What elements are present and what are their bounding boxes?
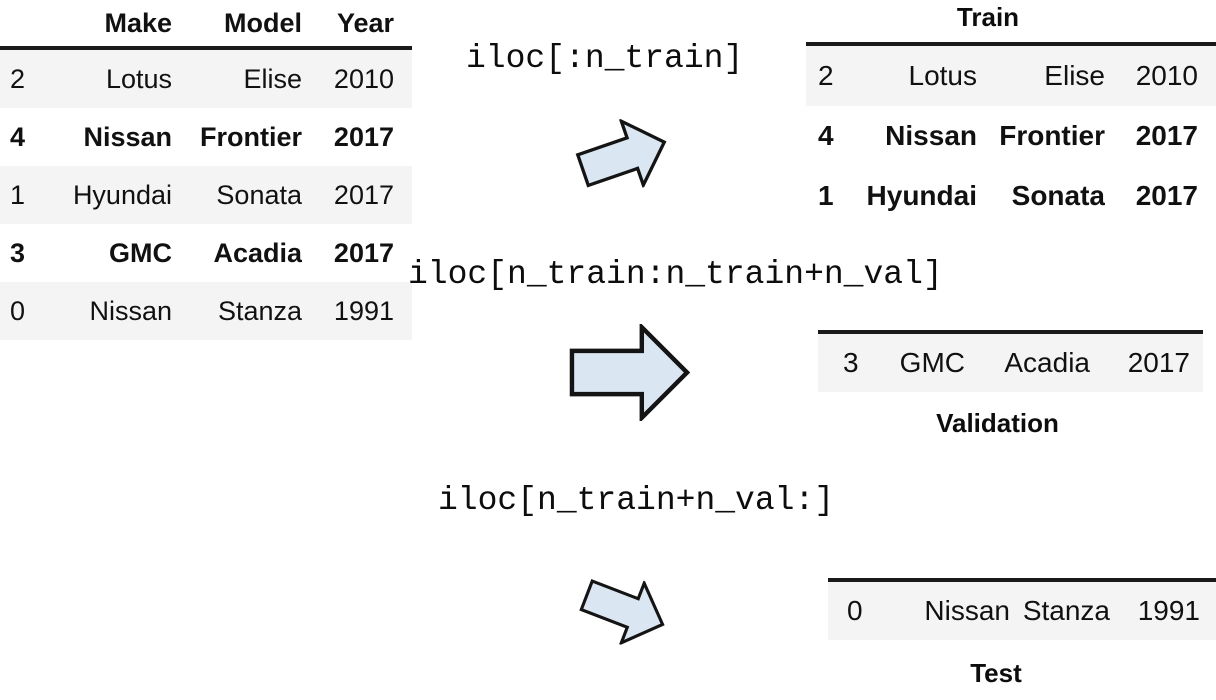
index-column-header [0, 0, 42, 48]
cell-make: Nissan [89, 295, 172, 326]
cell-year: 2010 [333, 63, 394, 94]
iloc-test-code-label: iloc[n_train+n_val:] [438, 482, 835, 519]
cell-make: Nissan [924, 595, 1010, 626]
table-row: 4 Nissan Frontier 2017 [0, 108, 412, 166]
cell-model: Frontier [199, 121, 302, 152]
row-index: 1 [818, 180, 834, 211]
iloc-train-code-label: iloc[:n_train] [466, 40, 744, 77]
row-index: 0 [847, 595, 863, 626]
cell-year: 2017 [1135, 120, 1198, 151]
row-index: 1 [10, 179, 26, 210]
cell-model: Acadia [213, 237, 302, 268]
source-header-row: Make Model Year [0, 0, 412, 48]
train-split-table: Train 2 Lotus Elise 2010 4 Nissan Fronti… [806, 0, 1216, 226]
cell-model: Frontier [999, 120, 1105, 151]
cell-make: Nissan [885, 120, 977, 151]
cell-year: 2017 [333, 121, 394, 152]
train-caption: Train [956, 2, 1020, 32]
cell-year: 2017 [1135, 180, 1198, 211]
iloc-validation-code-label: iloc[n_train:n_train+n_val] [408, 256, 943, 293]
table-row: 0 Nissan Stanza 1991 [828, 580, 1216, 640]
block-arrow-up-right-icon [575, 117, 667, 190]
table-row: 0 Nissan Stanza 1991 [0, 282, 412, 340]
cell-model: Elise [243, 63, 302, 94]
cell-make: Lotus [105, 63, 172, 94]
cell-year: 2017 [1127, 347, 1190, 378]
row-index: 2 [818, 60, 834, 91]
row-index: 4 [10, 121, 26, 152]
table-row: 2 Lotus Elise 2010 [0, 48, 412, 108]
cell-model: Sonata [1011, 180, 1105, 211]
validation-split-table: 3 GMC Acadia 2017 Validation [818, 330, 1203, 439]
cell-year: 1991 [1137, 595, 1200, 626]
table-row: 1 Hyundai Sonata 2017 [806, 166, 1216, 226]
table-row: 3 GMC Acadia 2017 [0, 224, 412, 282]
test-caption: Test [970, 658, 1022, 688]
row-index: 3 [10, 237, 26, 268]
table-row: 3 GMC Acadia 2017 [818, 332, 1203, 392]
table-row: 1 Hyundai Sonata 2017 [0, 166, 412, 224]
column-header-model: Model [224, 7, 302, 38]
validation-caption: Validation [936, 408, 1059, 438]
cell-make: Hyundai [72, 179, 172, 210]
cell-make: GMC [899, 347, 965, 378]
row-index: 2 [10, 63, 26, 94]
row-index: 4 [818, 120, 834, 151]
cell-model: Elise [1044, 60, 1105, 91]
cell-year: 1991 [333, 295, 394, 326]
cell-make: GMC [109, 237, 172, 268]
cell-year: 2017 [333, 237, 394, 268]
cell-year: 2010 [1135, 60, 1198, 91]
cell-model: Stanza [1022, 595, 1110, 626]
row-index: 3 [843, 347, 859, 378]
table-row: 4 Nissan Frontier 2017 [806, 106, 1216, 166]
cell-model: Acadia [1004, 347, 1090, 378]
table-row: 2 Lotus Elise 2010 [806, 44, 1216, 106]
block-arrow-down-right-icon [579, 579, 665, 646]
test-split-table: 0 Nissan Stanza 1991 Test [828, 578, 1216, 689]
cell-model: Sonata [216, 179, 302, 210]
cell-make: Hyundai [866, 180, 977, 211]
column-header-make: Make [104, 7, 172, 38]
cell-year: 2017 [333, 179, 394, 210]
source-dataframe-table: Make Model Year 2 Lotus Elise 2010 4 Nis… [0, 0, 412, 340]
cell-model: Stanza [217, 295, 302, 326]
row-index: 0 [10, 295, 26, 326]
cell-make: Nissan [83, 121, 172, 152]
column-header-year: Year [336, 7, 394, 38]
block-arrow-right-icon [569, 324, 691, 421]
cell-make: Lotus [908, 60, 978, 91]
